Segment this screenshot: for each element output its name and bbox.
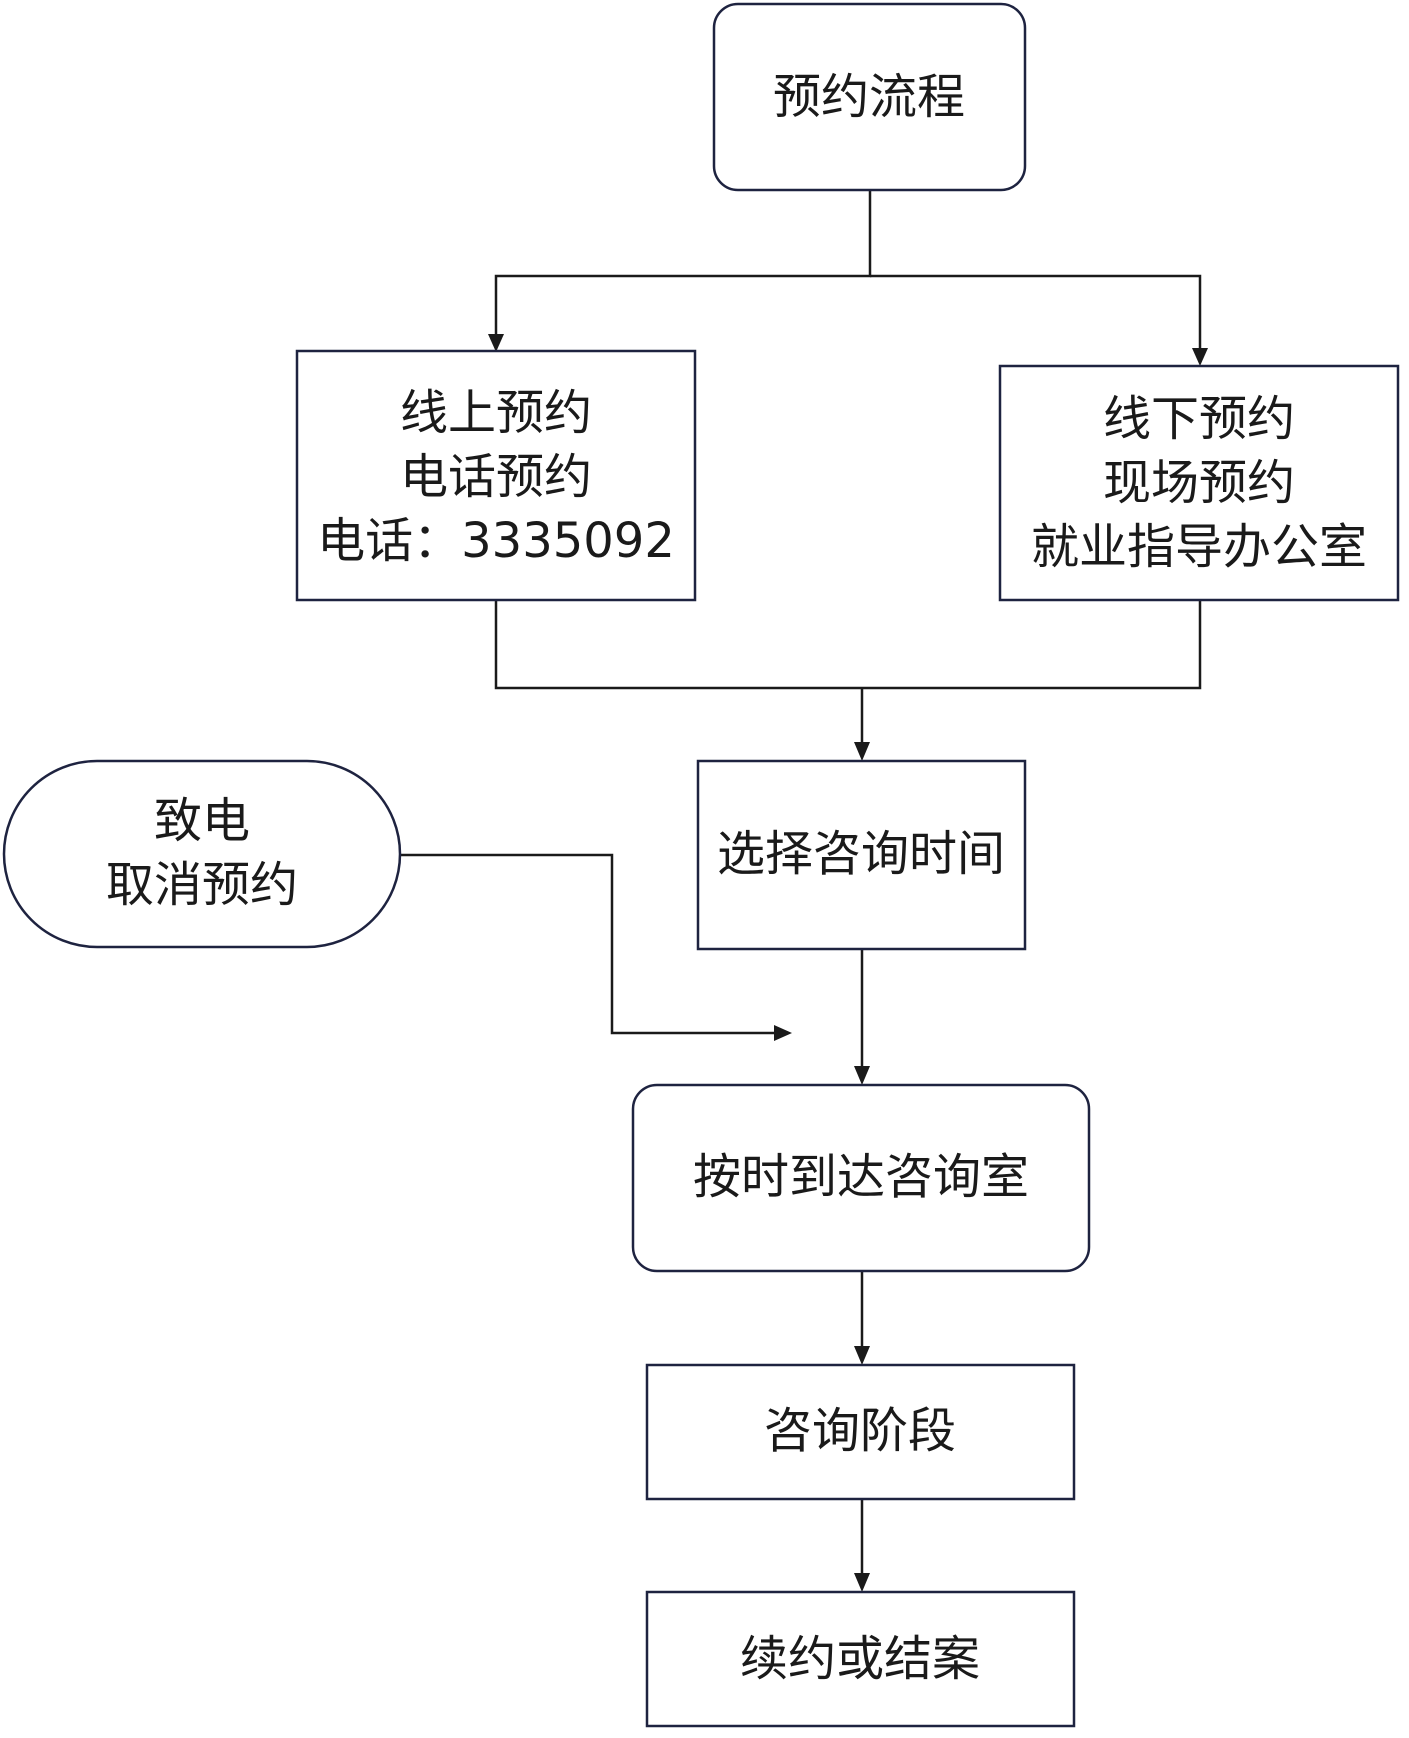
- connector-split-offline: [870, 274, 1202, 350]
- arrowhead-to-consult: [854, 1346, 870, 1365]
- node-consult: 咨询阶段: [645, 1363, 1076, 1501]
- connector-cancel: [400, 853, 774, 1035]
- node-consult-line-1: 咨询阶段: [764, 1403, 956, 1459]
- arrowhead-to-arrive: [854, 1066, 870, 1085]
- node-arrive: 按时到达咨询室: [631, 1083, 1091, 1273]
- arrowhead-to-choose-time: [854, 742, 870, 761]
- node-start-line-1: 预约流程: [773, 69, 965, 125]
- node-offline-line-1: 线下预约: [1103, 391, 1295, 447]
- node-online-line-1: 线上预约: [400, 385, 592, 441]
- node-online: 线上预约 电话预约 电话：3335092: [295, 349, 697, 602]
- node-arrive-line-1: 按时到达咨询室: [693, 1149, 1029, 1205]
- arrowhead-to-offline: [1192, 348, 1208, 366]
- node-choose-time: 选择咨询时间: [696, 759, 1027, 951]
- arrowhead-cancel: [774, 1025, 792, 1041]
- node-offline: 线下预约 现场预约 就业指导办公室: [998, 364, 1400, 602]
- node-offline-line-3: 就业指导办公室: [1031, 519, 1367, 575]
- node-online-line-3: 电话：3335092: [317, 513, 675, 569]
- node-choose-time-line-1: 选择咨询时间: [717, 826, 1005, 882]
- arrowhead-to-online: [488, 334, 504, 352]
- arrowhead-to-end: [854, 1573, 870, 1592]
- node-cancel: 致电 取消预约: [2, 759, 402, 949]
- node-cancel-line-2: 取消预约: [106, 857, 298, 913]
- connector-start-split: [494, 190, 872, 336]
- connectors: [400, 190, 1208, 1592]
- node-end-line-1: 续约或结案: [740, 1631, 980, 1687]
- node-offline-line-2: 现场预约: [1103, 455, 1295, 511]
- node-start: 预约流程: [712, 2, 1027, 192]
- node-cancel-line-1: 致电: [154, 793, 250, 849]
- node-online-line-2: 电话预约: [400, 449, 592, 505]
- node-end: 续约或结案: [645, 1590, 1076, 1728]
- connector-online-merge: [494, 601, 1202, 690]
